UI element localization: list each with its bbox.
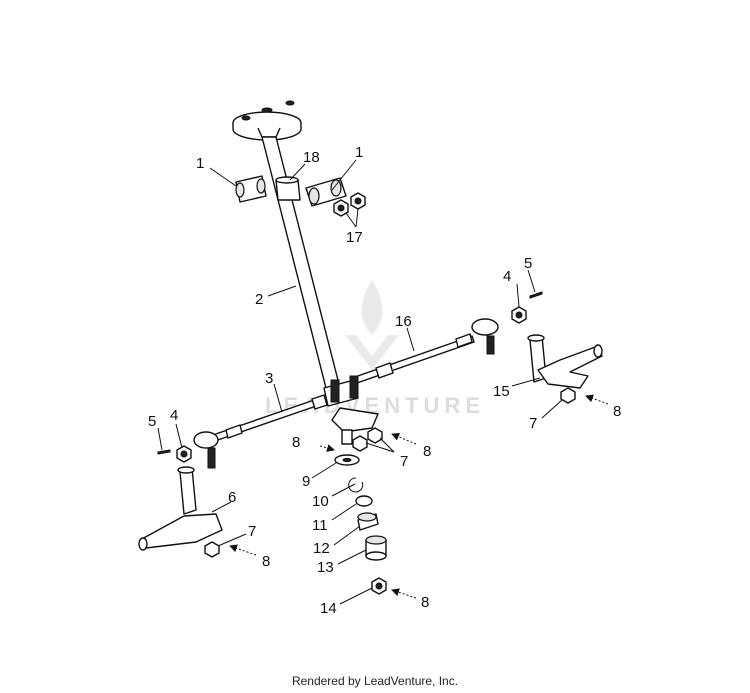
callout-7-center: 7 [400, 453, 408, 470]
pitman-arm [323, 375, 383, 452]
callout-7-left: 7 [248, 523, 256, 540]
callout-5-right: 5 [524, 255, 532, 272]
leader-lines [157, 159, 563, 605]
callout-12: 12 [313, 540, 330, 557]
callout-5-left: 5 [148, 413, 156, 430]
callout-13: 13 [317, 559, 334, 576]
callout-1-left: 1 [196, 155, 204, 172]
callout-8-mid: 8 [292, 434, 300, 451]
callout-8-right: 8 [613, 403, 621, 420]
clamp-left [235, 175, 267, 203]
snap-ring-10 [348, 477, 364, 493]
ring-11 [355, 495, 373, 507]
callout-6: 6 [228, 489, 236, 506]
callout-14: 14 [320, 600, 337, 617]
bushing-12 [357, 512, 379, 531]
steering-column [261, 136, 342, 393]
callout-11: 11 [312, 517, 328, 534]
callout-7-right: 7 [529, 415, 537, 432]
callout-3: 3 [265, 370, 273, 387]
callout-4-right: 4 [503, 268, 511, 285]
cotter-pin-right [529, 291, 543, 299]
nut-14 [371, 577, 387, 595]
castle-nut-right [511, 306, 527, 324]
footer-credit: Rendered by LeadVenture, Inc. [291, 674, 459, 688]
washer-9 [334, 454, 360, 466]
nuts-17 [333, 192, 366, 217]
spindle-left [138, 466, 223, 558]
callout-1-right: 1 [355, 144, 363, 161]
callout-18: 18 [303, 149, 320, 166]
callout-17: 17 [346, 229, 363, 246]
callout-2: 2 [255, 291, 263, 308]
callout-8-left: 8 [262, 553, 270, 570]
cotter-pin-left [157, 449, 171, 455]
spindle-right [527, 334, 603, 404]
callout-8-center: 8 [423, 443, 431, 460]
callout-8-bottom: 8 [421, 594, 429, 611]
tie-rod-left [193, 394, 328, 469]
callout-labels: 1 18 1 17 2 4 5 16 3 15 7 8 5 4 8 8 7 9 … [148, 144, 621, 617]
castle-nut-left [176, 445, 192, 463]
steering-wheel-hub [232, 100, 302, 141]
callout-15: 15 [493, 383, 510, 400]
arrow-indicators [229, 394, 609, 599]
callout-10: 10 [312, 493, 329, 510]
bearing-13 [365, 535, 387, 561]
callout-9: 9 [302, 473, 310, 490]
callout-16: 16 [395, 313, 412, 330]
callout-4-left: 4 [170, 407, 178, 424]
